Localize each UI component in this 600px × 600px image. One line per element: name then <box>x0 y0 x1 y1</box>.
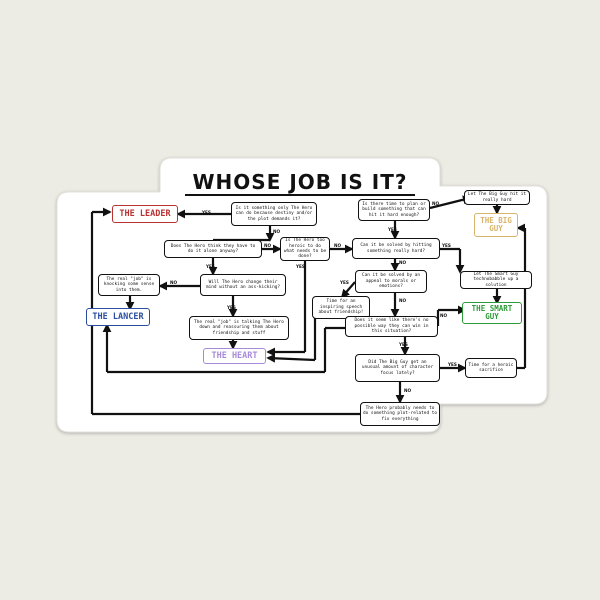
edge-label-no: NO <box>432 201 440 206</box>
question-time-to-plan: Is there time to plan or build something… <box>358 199 430 221</box>
edge-label-no: NO <box>399 298 407 303</box>
role-the-big-guy: THE BIG GUY <box>474 213 518 237</box>
question-destiny: Is it something only The Hero can do bec… <box>231 202 317 226</box>
role-the-lancer: THE LANCER <box>86 308 150 326</box>
question-appeal-morals: Can it be solved by an appeal to morals … <box>355 270 427 293</box>
action-big-guy-hit: Let The Big Guy hit it really hard <box>464 190 530 205</box>
edge-label-no: NO <box>334 243 342 248</box>
edge-label-no: NO <box>404 388 412 393</box>
title-underline <box>185 194 415 196</box>
role-the-smart-guy: THE SMART GUY <box>462 302 522 324</box>
edge-label-yes: YES <box>448 362 457 367</box>
edge-label-no: NO <box>399 260 407 265</box>
question-no-way-to-win: Does it seem like there's no possible wa… <box>345 316 438 337</box>
page-title: WHOSE JOB IS IT? <box>192 170 408 194</box>
question-too-heroic: Is The Hero too heroic to do what needs … <box>280 237 330 261</box>
action-inspiring-speech: Time for an inspiring speech about frien… <box>312 296 370 319</box>
edge-label-yes: YES <box>399 342 408 347</box>
question-hit-hard: Can it be solved by hitting something re… <box>352 238 440 259</box>
role-the-heart: THE HEART <box>203 348 266 364</box>
action-smart-guy-technobabble: Let The Smart Guy technobabble up a solu… <box>460 271 532 289</box>
edge-label-yes: YES <box>202 210 211 215</box>
edge-label-no: NO <box>273 229 281 234</box>
role-the-leader: THE LEADER <box>112 205 178 223</box>
action-heroic-sacrifice: Time for a heroic sacrifice <box>465 358 517 378</box>
edge-label-yes: YES <box>227 305 236 310</box>
question-big-guy-focus: Did The Big Guy get an unusual amount of… <box>355 354 440 382</box>
question-do-it-alone: Does The Hero think they have to do it a… <box>164 240 262 258</box>
action-knock-sense: The real "job" is knocking some sense in… <box>98 274 160 296</box>
edge-label-yes: YES <box>340 280 349 285</box>
edge-label-no: NO <box>170 280 178 285</box>
edge-label-no: NO <box>440 313 448 318</box>
action-talk-down: The real "job" is talking The Hero down … <box>189 316 289 340</box>
action-plot-fix: The Hero probably needs to do something … <box>360 402 440 426</box>
question-change-mind: Will The Hero change their mind without … <box>200 274 286 296</box>
edge-label-no: NO <box>264 243 272 248</box>
edge-label-yes: YES <box>442 243 451 248</box>
edge-label-yes: YES <box>388 227 397 232</box>
edge-label-yes: YES <box>206 264 215 269</box>
edge-label-yes: YES <box>296 264 305 269</box>
